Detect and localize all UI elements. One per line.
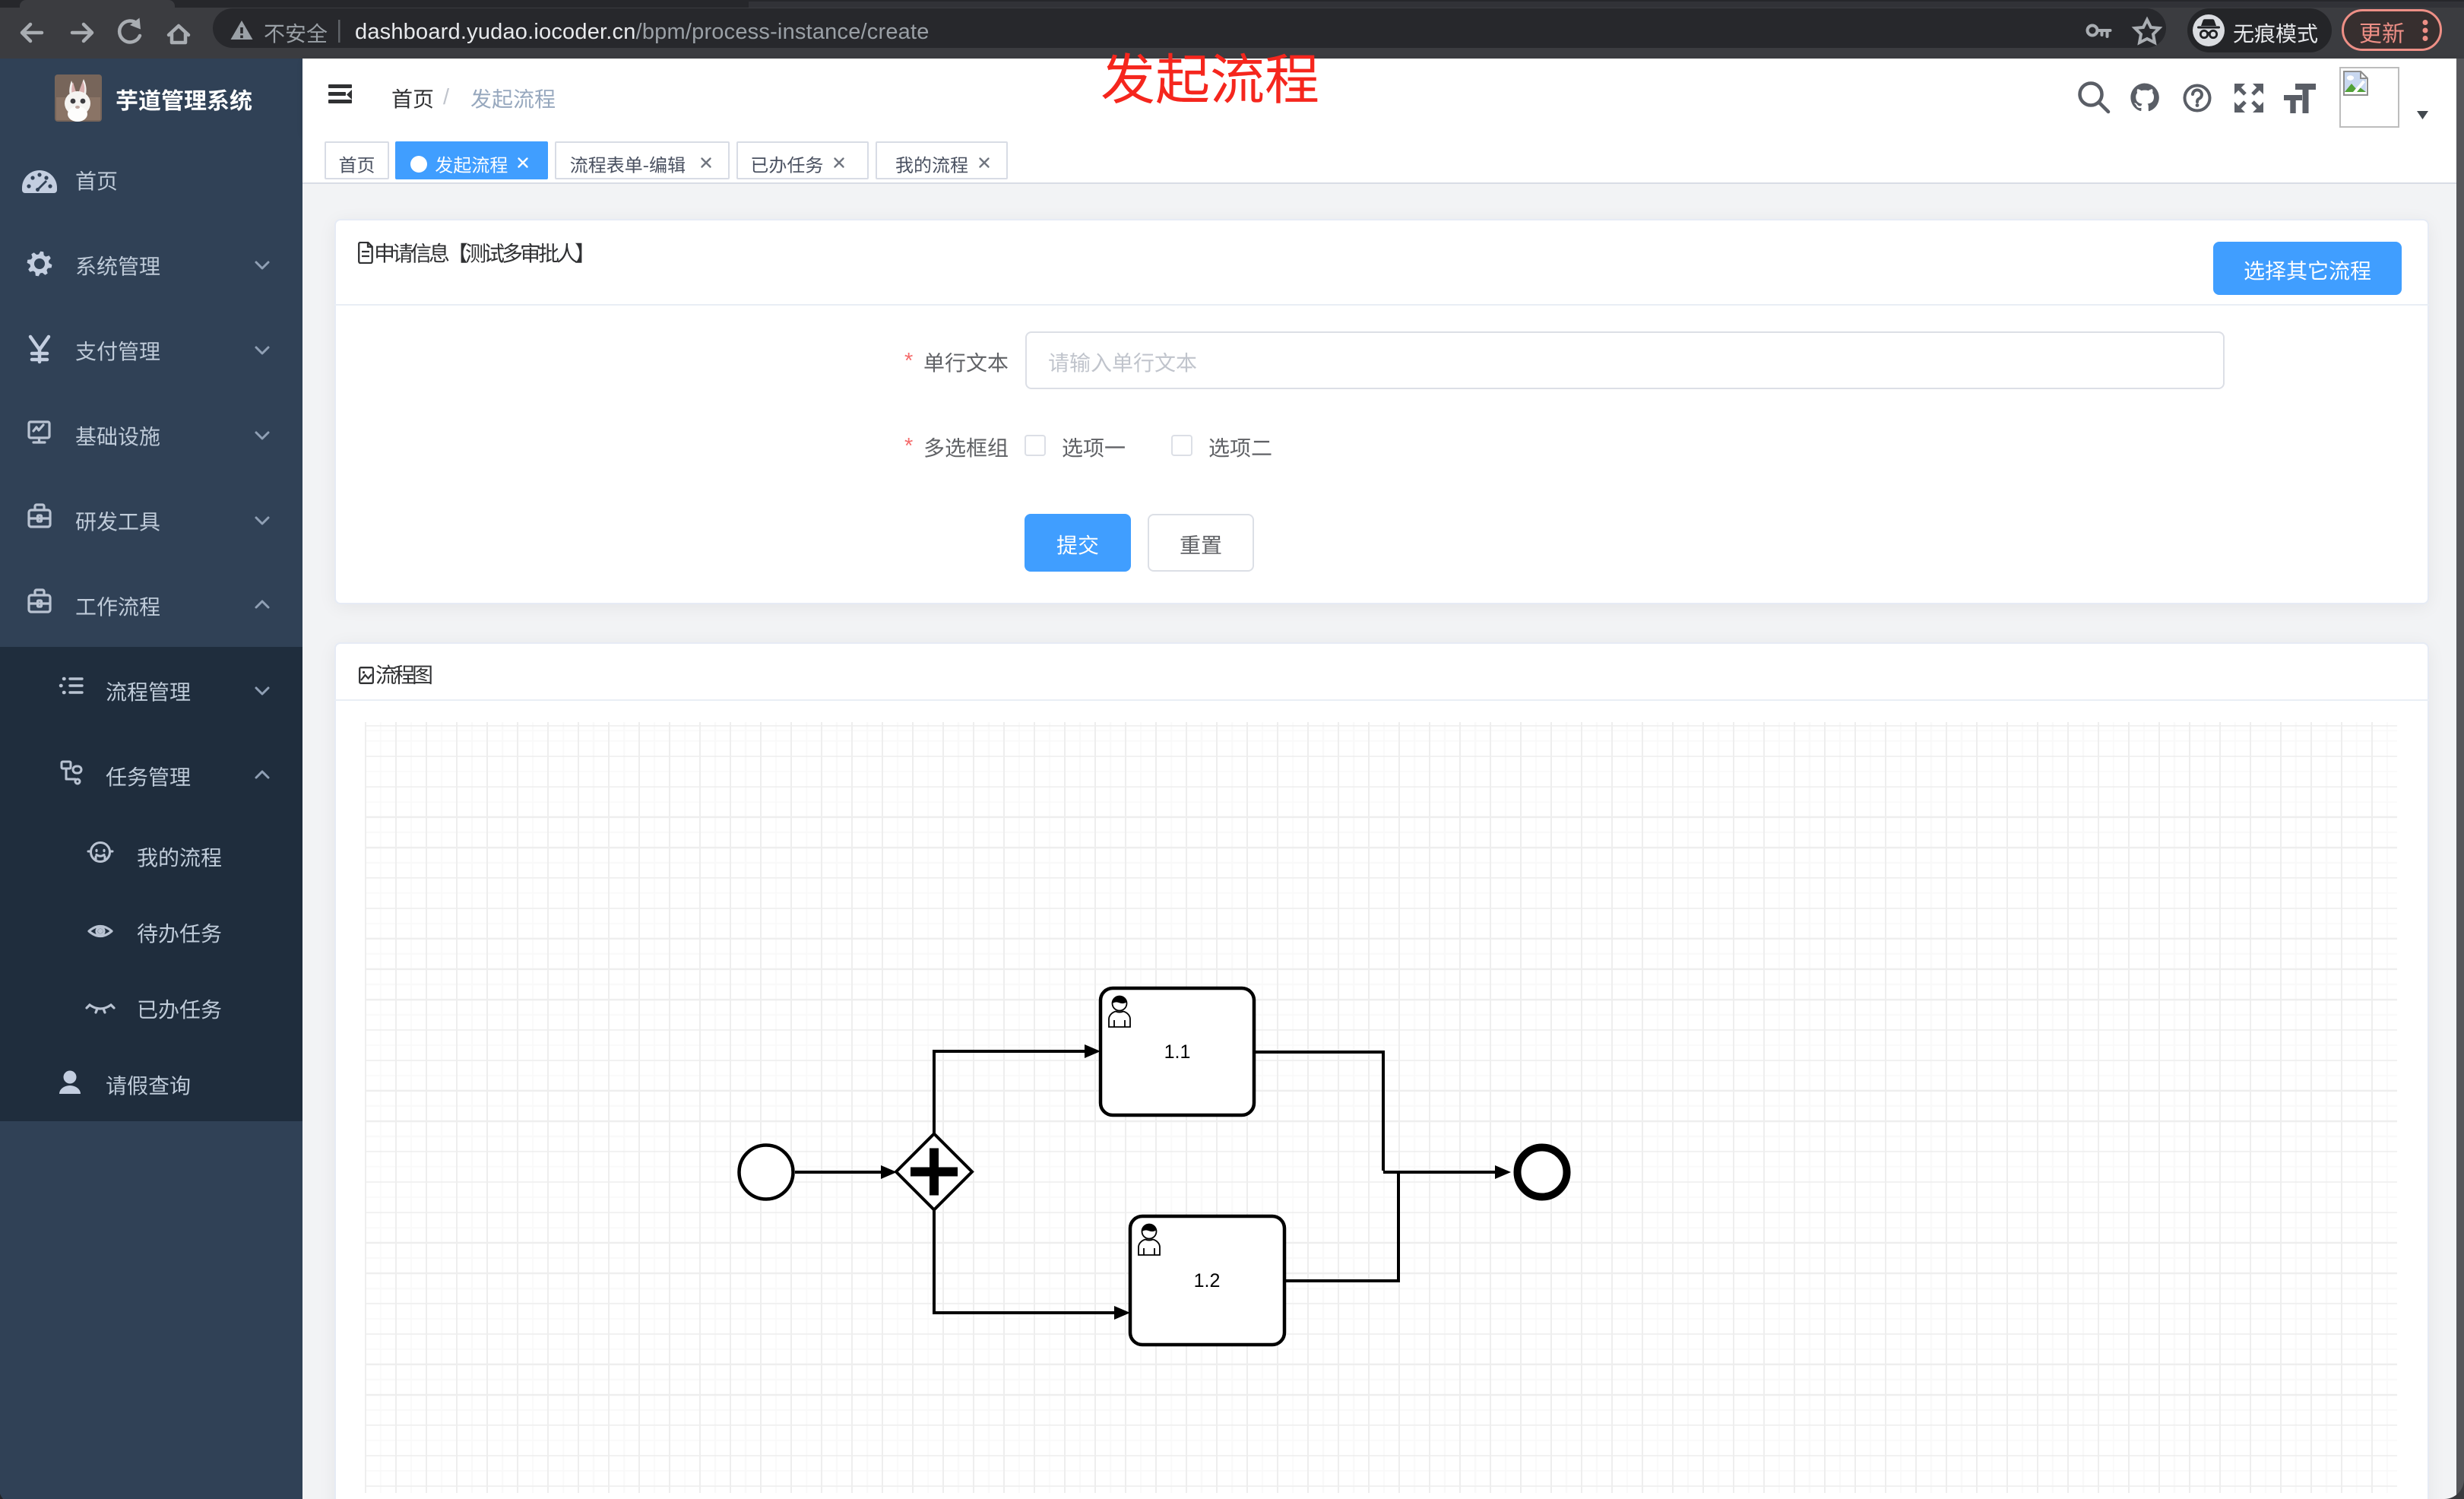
svg-text:1.2: 1.2 <box>1194 1270 1221 1291</box>
svg-text:1.1: 1.1 <box>1164 1041 1191 1063</box>
